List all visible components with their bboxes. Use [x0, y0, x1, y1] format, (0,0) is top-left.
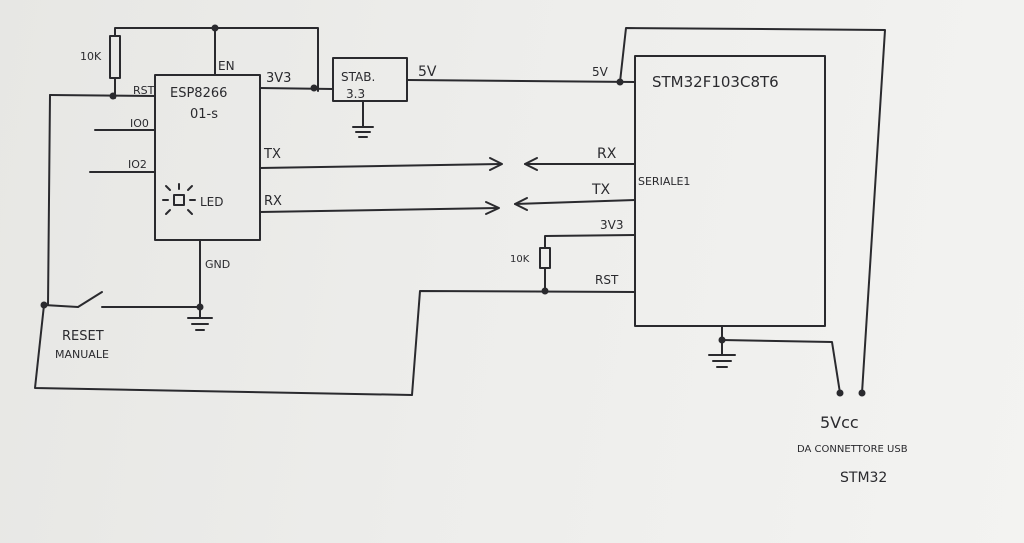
label-usb-3: STM32 — [840, 470, 887, 486]
arrow-esp-tx — [489, 157, 503, 171]
resistor-stm — [539, 247, 551, 269]
label-3v3-esp: 3V3 — [266, 71, 291, 86]
wire-stm-rst — [34, 290, 636, 396]
label-rx-esp: RX — [264, 194, 282, 209]
wire-stm-tx — [514, 199, 636, 205]
arrow-esp-rx — [485, 201, 500, 215]
led-indicator — [173, 194, 185, 206]
label-gnd-esp: GND — [205, 258, 230, 271]
wire-3v3-stab — [259, 87, 334, 90]
wire-esp-rst — [49, 94, 156, 97]
label-reset-2: MANUALE — [55, 348, 109, 361]
terminal-usb-5v — [858, 389, 866, 397]
junction-en — [211, 24, 219, 32]
led-rays — [162, 183, 196, 215]
arrow-stm-rx — [524, 157, 538, 171]
stm32-module — [634, 55, 826, 327]
label-tx-esp: TX — [263, 147, 281, 162]
label-esp-model: 01-s — [190, 107, 218, 122]
label-10k-esp: 10K — [80, 50, 102, 63]
resistor-esp — [109, 35, 121, 79]
label-stab-2: 3.3 — [346, 87, 365, 101]
reset-switch — [77, 291, 103, 308]
ground-stab — [352, 126, 374, 138]
label-tx-stm: TX — [591, 182, 611, 198]
wire-esp-tx — [259, 163, 501, 169]
label-en: EN — [218, 59, 235, 73]
label-led: LED — [200, 195, 224, 209]
wire-esp-rx — [259, 207, 499, 213]
label-usb-2: DA CONNETTORE USB — [797, 444, 908, 455]
label-3v3-stm: 3V3 — [600, 218, 623, 232]
label-reset-1: RESET — [62, 329, 104, 344]
wire-5v-rail — [406, 79, 636, 83]
junction-rst — [109, 92, 117, 100]
label-esp-name: ESP8266 — [170, 86, 227, 101]
esp8266-module — [154, 74, 261, 241]
label-io0: IO0 — [130, 117, 149, 130]
ground-stm — [708, 354, 736, 368]
label-stm-name: STM32F103C8T6 — [652, 73, 779, 91]
label-rx-stm: RX — [597, 146, 617, 162]
wire-usb-gnd — [721, 339, 841, 394]
label-serial: SERIALE1 — [638, 175, 690, 188]
wire-usb-5v — [619, 27, 886, 394]
wire-stm-3v3 — [544, 234, 636, 249]
wire-switch-left — [43, 304, 79, 308]
label-rst-esp: RST — [133, 84, 155, 97]
label-io2: IO2 — [128, 158, 147, 171]
wire-left-vertical — [47, 94, 51, 306]
terminal-usb-gnd — [836, 389, 844, 397]
label-rst-stm: RST — [595, 273, 619, 287]
label-stab-1: STAB. — [341, 70, 375, 84]
label-10k-stm: 10K — [510, 254, 530, 265]
junction-3v3 — [310, 84, 318, 92]
arrow-stm-tx — [514, 197, 528, 211]
label-5v-stm: 5V — [592, 65, 609, 79]
label-usb-1: 5Vcc — [820, 413, 859, 432]
ground-esp — [187, 317, 213, 331]
junction-stm-rst — [541, 287, 549, 295]
label-5v-rail: 5V — [418, 64, 437, 80]
